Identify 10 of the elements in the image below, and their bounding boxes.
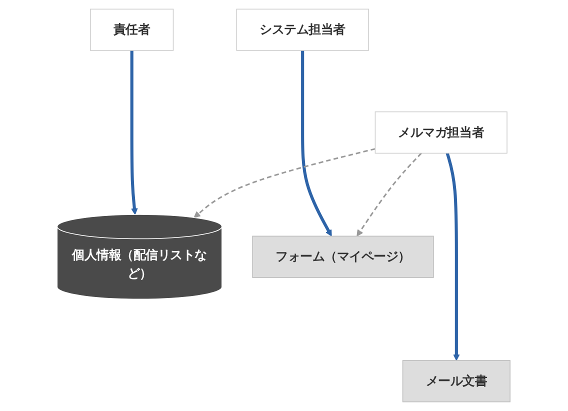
arrow xyxy=(446,152,460,361)
arrow xyxy=(357,152,422,236)
node-box: メルマガ担当者 xyxy=(375,111,508,154)
node-box: システム担当者 xyxy=(236,8,370,51)
node-box: フォーム（マイページ） xyxy=(252,236,434,278)
node-box: メール文書 xyxy=(402,360,511,402)
arrow xyxy=(194,148,376,218)
node-box: 責任者 xyxy=(90,8,174,51)
arrow xyxy=(130,50,138,215)
arrow xyxy=(301,50,332,236)
